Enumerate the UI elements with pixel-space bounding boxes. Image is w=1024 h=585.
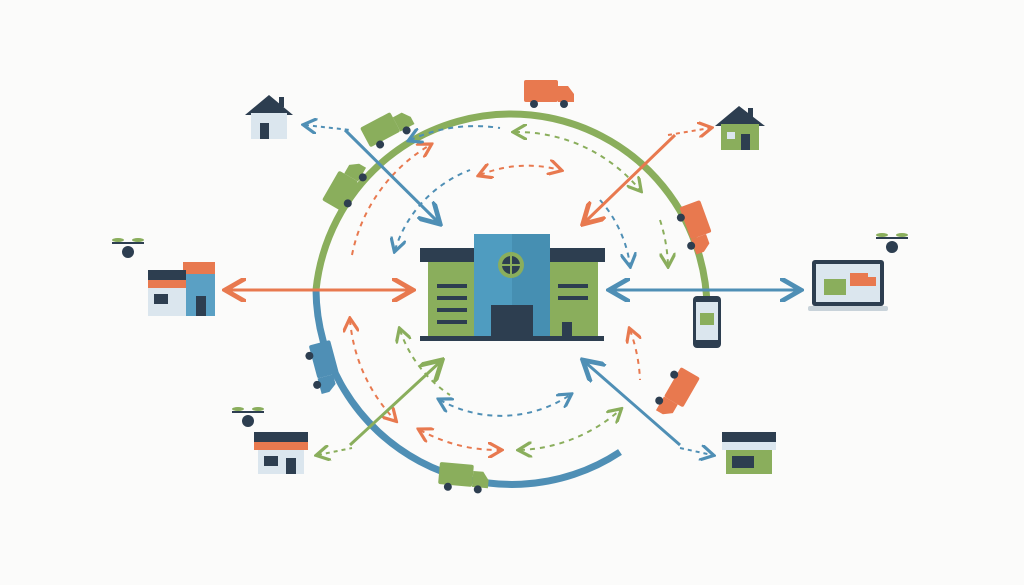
central-warehouse-icon [420,234,605,341]
truck-bottom-green-icon [437,462,490,495]
connector-shop-bottom-right [679,448,712,455]
drone-bottom-left-icon [231,406,265,428]
spoke-arrow-bottom-left [348,362,440,447]
drone-right-icon [875,232,909,254]
connector-house-top-left [305,125,351,130]
spoke-arrow-bottom-right [585,362,681,447]
drone-left-icon [111,237,145,259]
truck-lower-right-orange-icon [650,364,700,422]
smartphone-icon [693,296,721,348]
house-top-left-icon [245,95,293,139]
connector-house-top-right [667,128,710,135]
shop-bottom-right-icon [722,432,776,474]
connector-shop-bottom-left [318,448,353,455]
inner-dashed-ring-outer [350,126,668,450]
truck-right-orange-icon [673,200,718,257]
house-top-right-icon [715,106,765,150]
spoke-arrow-top-left [343,128,438,222]
spoke-arrow-top-right [585,133,677,222]
shop-bottom-left-icon [254,432,308,474]
truck-lower-left-blue-icon [302,340,343,396]
truck-top-orange-icon [524,80,574,108]
storefront-left-icon [148,262,215,316]
laptop-store-icon [808,260,888,311]
